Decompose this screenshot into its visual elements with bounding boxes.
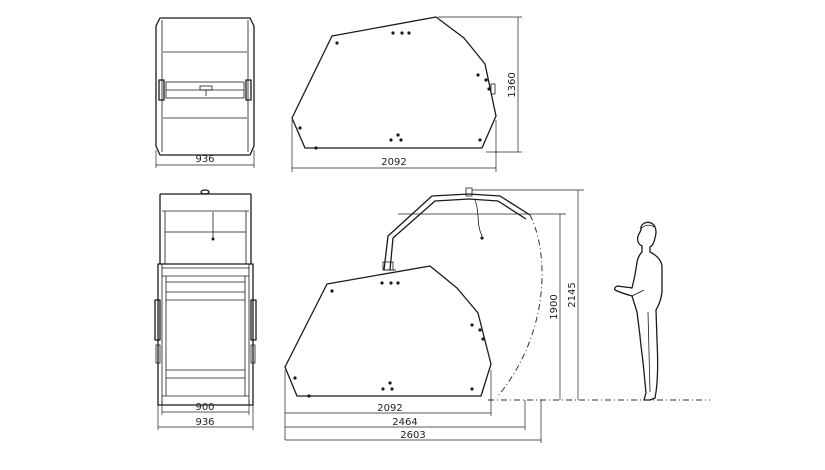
dim-bottom-total-length: 2603: [285, 400, 542, 443]
dim-bottom-height-2145: 2145: [472, 189, 584, 400]
dim-top-side-height: 1360: [438, 16, 522, 153]
dim-label-bottom-open-length: 2464: [392, 417, 417, 428]
side-view-open: [284, 187, 710, 401]
dim-label-bottom-total-length: 2603: [400, 430, 425, 441]
dim-top-front-width: 936: [155, 150, 255, 168]
dim-top-side-length: 2092: [291, 120, 497, 172]
dim-label-bottom-side-length: 2092: [377, 403, 402, 414]
human-scale-figure: [614, 221, 663, 401]
dim-label-top-front-width: 936: [195, 154, 214, 165]
dim-label-bottom-front-outer: 936: [195, 417, 214, 428]
side-view-closed: [291, 16, 497, 150]
dim-bottom-front-inner: 900: [161, 400, 250, 415]
front-view-closed: [155, 17, 255, 156]
dim-bottom-side-length: 2092: [284, 370, 492, 440]
front-view-open: [154, 189, 257, 406]
dim-label-bottom-front-inner: 900: [195, 402, 214, 413]
dim-label-bottom-height-1900: 1900: [549, 294, 560, 319]
dim-label-top-side-length: 2092: [381, 157, 406, 168]
dim-bottom-front-outer: 936: [157, 405, 254, 430]
dim-label-bottom-height-2145: 2145: [567, 282, 578, 307]
dim-label-top-side-height: 1360: [507, 72, 518, 97]
dim-bottom-height-1900: 1900: [398, 213, 566, 400]
dim-bottom-open-length: 2464: [285, 400, 526, 430]
